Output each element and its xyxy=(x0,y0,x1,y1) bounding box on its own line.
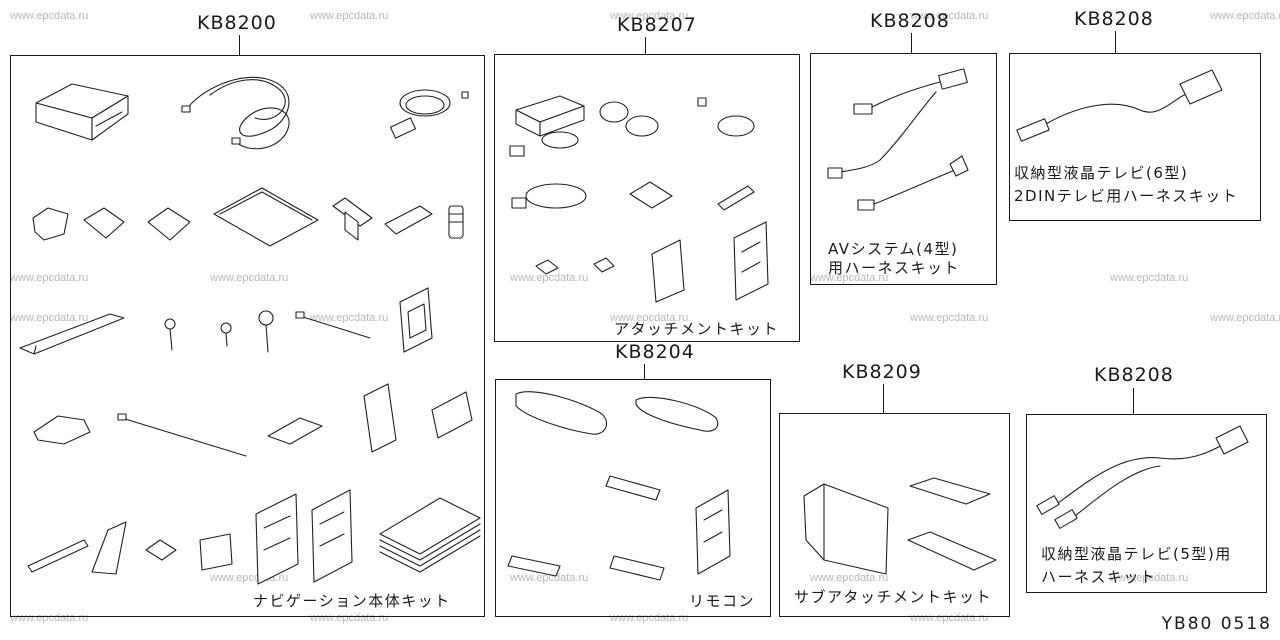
kit-label: 2DINテレビ用ハーネスキット xyxy=(1014,187,1239,205)
attachment-parts xyxy=(509,95,769,303)
watermark: www.epcdata.ru xyxy=(210,272,289,284)
av-harness xyxy=(827,68,969,211)
kit-label: サブアタッチメントキット xyxy=(794,588,993,606)
kit-panel-navigation xyxy=(10,55,485,617)
watermark: www.epcdata.ru xyxy=(310,612,389,624)
kit-panel-av-harness xyxy=(810,53,997,285)
leader-line xyxy=(883,384,884,413)
kit-label: アタッチメントキット xyxy=(614,320,780,338)
watermark: www.epcdata.ru xyxy=(910,10,989,22)
watermark: www.epcdata.ru xyxy=(10,312,89,324)
watermark: www.epcdata.ru xyxy=(1110,272,1189,284)
bracket-and-docs-row xyxy=(27,489,481,585)
watermark: www.epcdata.ru xyxy=(10,272,89,284)
leader-line xyxy=(239,35,240,55)
kit-code: KB8200 xyxy=(197,12,277,34)
tv5-harness xyxy=(1036,425,1249,529)
kit-label: リモコン xyxy=(689,592,756,610)
watermark: www.epcdata.ru xyxy=(510,572,589,584)
diagram-code: YB80 0518 xyxy=(1161,614,1272,634)
kit-label: 収納型液晶テレビ(5型)用 xyxy=(1041,545,1232,563)
kit-code: KB8204 xyxy=(615,341,695,363)
clip-and-tie-row xyxy=(33,383,473,457)
kit-code: KB8208 xyxy=(870,10,950,32)
kit-label: 用ハーネスキット xyxy=(828,259,961,277)
remote-parts xyxy=(507,391,731,581)
kit-label: 収納型液晶テレビ(6型) xyxy=(1014,164,1189,182)
fastener-row xyxy=(19,287,433,355)
watermark: www.epcdata.ru xyxy=(1110,572,1189,584)
leader-line xyxy=(1115,31,1116,53)
watermark: www.epcdata.ru xyxy=(1210,312,1280,324)
kit-code: KB8207 xyxy=(617,14,697,36)
small-parts-row xyxy=(32,187,464,247)
watermark: www.epcdata.ru xyxy=(810,272,889,284)
kit-code: KB8209 xyxy=(842,361,922,383)
leader-line xyxy=(911,33,912,53)
watermark: www.epcdata.ru xyxy=(1210,10,1280,22)
kit-panel-remote xyxy=(495,379,771,617)
wiring-harness xyxy=(181,76,290,150)
kit-panel-tv5-harness xyxy=(1026,414,1267,593)
gps-antenna-cable xyxy=(389,89,469,139)
watermark: www.epcdata.ru xyxy=(810,572,889,584)
watermark: www.epcdata.ru xyxy=(310,312,389,324)
sub-attachment-parts xyxy=(803,477,997,575)
kit-label: AVシステム(4型) xyxy=(828,240,959,258)
watermark: www.epcdata.ru xyxy=(310,10,389,22)
kit-panel-attachment xyxy=(494,54,800,342)
tv6-harness xyxy=(1016,69,1223,142)
watermark: www.epcdata.ru xyxy=(610,612,689,624)
watermark: www.epcdata.ru xyxy=(610,10,689,22)
kit-label: ナビゲーション本体キット xyxy=(253,592,451,610)
kit-panel-sub-attachment xyxy=(779,413,1010,617)
watermark: www.epcdata.ru xyxy=(510,272,589,284)
kit-label: ハーネスキット xyxy=(1041,568,1157,586)
kit-panel-tv6-harness xyxy=(1009,53,1261,221)
watermark: www.epcdata.ru xyxy=(10,10,89,22)
watermark: www.epcdata.ru xyxy=(910,612,989,624)
navigation-unit xyxy=(35,83,129,141)
leader-line xyxy=(645,37,646,54)
leader-line xyxy=(1133,388,1134,414)
leader-line xyxy=(644,364,645,379)
watermark: www.epcdata.ru xyxy=(10,612,89,624)
watermark: www.epcdata.ru xyxy=(610,312,689,324)
watermark: www.epcdata.ru xyxy=(910,312,989,324)
kit-code: KB8208 xyxy=(1074,8,1154,30)
kit-code: KB8208 xyxy=(1094,364,1174,386)
